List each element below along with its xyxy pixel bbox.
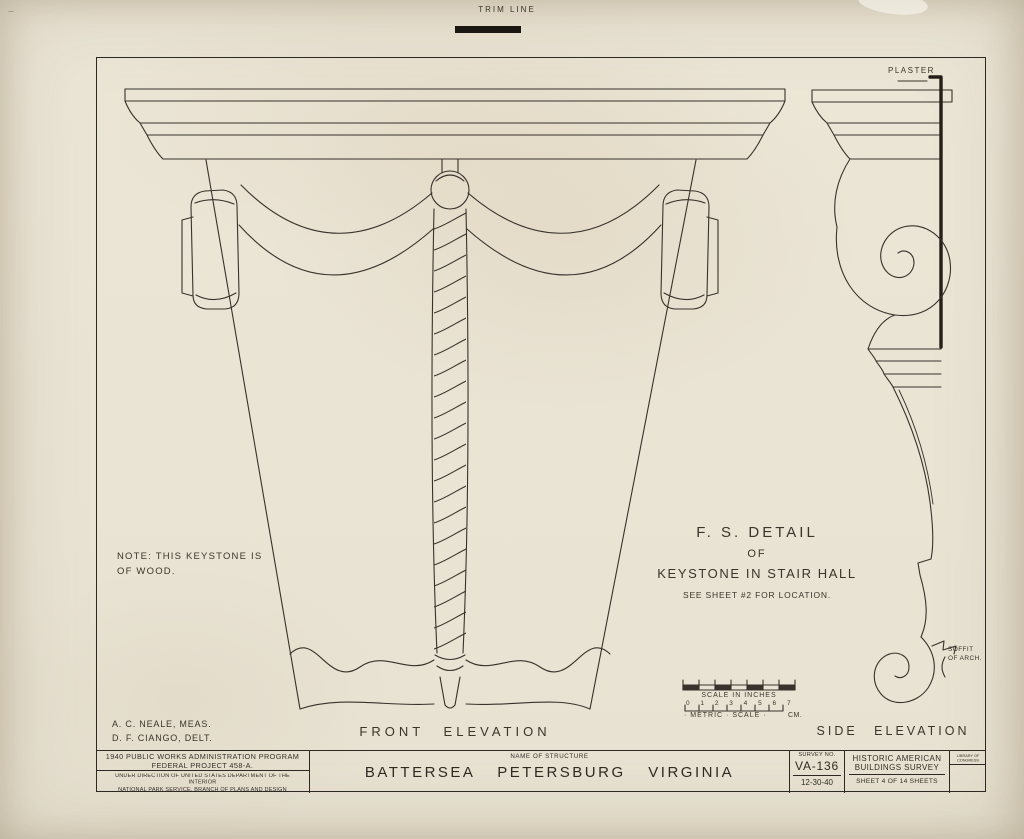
metric-scale-unit: CM. [788,712,803,719]
detail-title-line1: F. S. DETAIL [696,524,818,541]
credit-delineated-by: D. F. CIANGO, DELT. [112,733,213,743]
habs-divider [849,774,945,775]
metric-scale-numbers: 0 1 2 3 4 5 6 7 [686,700,792,707]
front-right-volute [660,189,719,310]
structure-name: BATTERSEA PETERSBURG VIRGINIA [364,764,735,781]
detail-title-line3: KEYSTONE IN STAIR HALL [657,566,857,581]
title-block-program-cell: 1940 PUBLIC WORKS ADMINISTRATION PROGRAM… [96,751,310,793]
front-swag-curves [238,184,662,276]
title-block-name-cell: NAME OF STRUCTURE BATTERSEA PETERSBURG V… [310,751,790,793]
trim-line-mark [455,26,521,33]
soffit-label-line1: SOFFIT [948,646,974,653]
survey-divider [793,775,841,776]
side-bottom-scroll [873,636,935,704]
habs-line1: HISTORIC AMERICAN [852,754,942,763]
metric-scale-label: · METRIC · SCALE · [684,712,767,719]
trim-line-label: TRIM LINE [478,5,536,14]
wood-note-line1: NOTE: THIS KEYSTONE IS [117,551,263,562]
title-block-survey-cell: SURVEY NO. VA-136 12-30-40 [790,751,845,793]
front-rope-column [430,158,470,709]
survey-number: VA-136 [795,759,839,773]
front-bottom-wave [289,647,611,673]
survey-date: 12-30-40 [800,778,834,787]
front-elevation-drawing [124,88,786,710]
front-left-volute [181,189,240,310]
title-block: 1940 PUBLIC WORKS ADMINISTRATION PROGRAM… [96,750,986,793]
detail-title-line4: SEE SHEET #2 FOR LOCATION. [682,590,832,600]
front-elevation-label: FRONT ELEVATION [359,724,551,739]
side-face-echo [898,389,934,505]
metric-scale-bar [684,704,784,712]
side-elevation-drawing [811,75,957,704]
direction-line1: UNDER DIRECTION OF UNITED STATES DEPARTM… [115,773,290,786]
sheet-info: SHEET 4 OF 14 SHEETS [856,778,938,785]
detail-title-line2: OF [747,548,767,560]
pencil-mark: ~ [6,5,16,19]
soffit-molding [931,640,957,678]
side-concave-face [892,386,934,638]
program-line2: FEDERAL PROJECT 458-A. [151,760,254,770]
wood-note-line2: OF WOOD. [117,566,176,577]
side-volute-spiral [834,158,952,317]
plaster-label: PLASTER [888,66,935,75]
title-block-library-cell: LIBRARY OF CONGRESS [950,751,986,793]
inch-scale-label: SCALE IN INCHES [701,692,777,699]
paper-tear [856,0,930,19]
drawing-border [96,57,986,792]
habs-line2: BUILDINGS SURVEY [854,763,940,772]
side-elevation-label: SIDE ELEVATION [816,724,970,738]
program-line1: 1940 PUBLIC WORKS ADMINISTRATION PROGRAM [105,752,300,761]
side-cap-molding [811,89,953,160]
survey-no-label: SURVEY NO. [798,752,836,758]
inch-scale-bar [682,679,796,691]
front-cap-molding [124,88,786,160]
scale-bars [682,679,796,712]
direction-line2: NATIONAL PARK SERVICE, BRANCH OF PLANS A… [118,787,287,793]
drawing-canvas [124,75,957,712]
credit-measured-by: A. C. NEALE, MEAS. [112,719,212,729]
soffit-label-line2: OF ARCH. [948,655,982,662]
plaster-wall-line [928,75,943,349]
front-body-outline [205,159,697,710]
name-of-structure-label: NAME OF STRUCTURE [510,753,589,760]
library-of-congress-label: LIBRARY OF CONGRESS [956,753,980,763]
title-block-habs-cell: HISTORIC AMERICAN BUILDINGS SURVEY SHEET… [845,751,950,793]
side-moldings [867,314,942,388]
